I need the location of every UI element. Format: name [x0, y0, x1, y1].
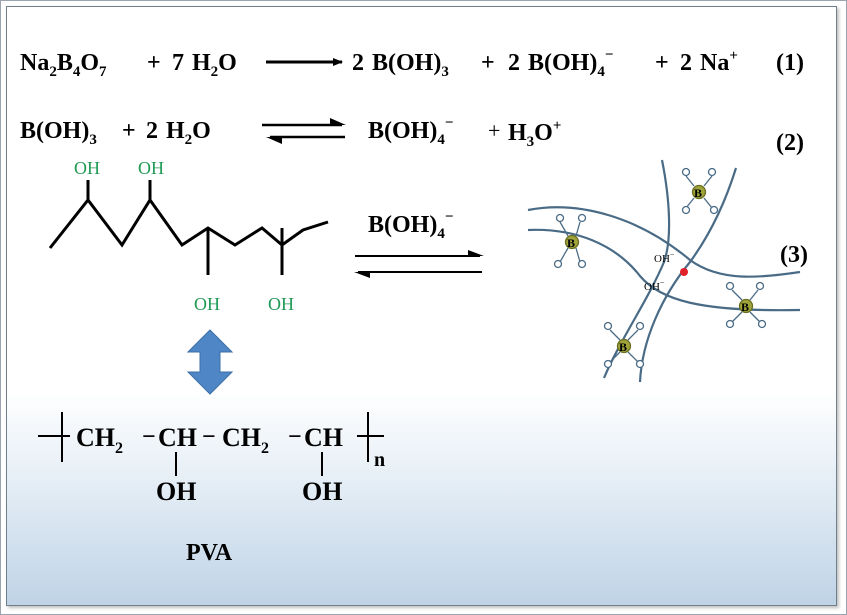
eq2-plus-2: +	[488, 118, 500, 143]
borate-crosslink-4	[603, 321, 645, 369]
pva-dash-2: −	[202, 424, 216, 450]
chain-oh-top-2: OH	[138, 158, 164, 178]
pva-unit-ch2-2: CH2	[222, 423, 269, 457]
eq3-reagent: B(OH)4−	[368, 209, 453, 242]
pva-dash-1: −	[142, 424, 156, 450]
eq1-plus-1: +	[147, 50, 161, 76]
equation-3: OH OH OH OH B(OH)4− B	[48, 158, 808, 383]
boron-label-1: B	[567, 236, 575, 250]
eq1-plus-3: +	[655, 50, 669, 76]
eq1-reactant: Na2B4O7	[20, 50, 107, 80]
chain-oh-bottom-2: OH	[268, 294, 294, 314]
pva-oh-2: OH	[302, 477, 342, 506]
network-strand-3	[602, 159, 671, 379]
eq2-reactant: B(OH)3	[20, 118, 97, 148]
network-center-dot	[680, 268, 688, 276]
eq2-product-1: B(OH)4−	[368, 115, 453, 148]
borate-crosslink-3	[725, 281, 767, 329]
pva-repeat-n: n	[374, 449, 385, 471]
network-strand-2	[527, 228, 801, 312]
eq2-equilibrium-arrows	[262, 118, 346, 144]
boron-label-4: B	[619, 340, 627, 354]
eq2-number: (2)	[776, 130, 804, 156]
chain-oh-bottom-1: OH	[194, 294, 220, 314]
eq1-plus-2: +	[481, 50, 495, 76]
pva-name-label: PVA	[186, 540, 233, 566]
pva-unit-ch-2: CH	[304, 423, 343, 452]
pva-oh-1: OH	[156, 477, 196, 506]
eq3-number: (3)	[780, 242, 808, 268]
eq2-product-2: H3O+	[508, 118, 561, 150]
double-arrow-icon	[186, 329, 234, 395]
eq2-plus-1: +	[122, 118, 136, 144]
pva-structure: CH2 − CH − CH2 − CH n OH OH PVA	[38, 412, 385, 566]
pva-dash-3: −	[288, 424, 302, 450]
chain-oh-top-1: OH	[74, 158, 100, 178]
pva-unit-ch2-1: CH2	[76, 423, 123, 457]
borate-crosslink-2	[681, 167, 719, 215]
boron-label-2: B	[694, 186, 702, 200]
borate-crosslink-1	[553, 213, 587, 269]
boron-label-3: B	[741, 300, 749, 314]
pva-chain-zigzag	[48, 197, 329, 249]
network-strand-1	[527, 206, 801, 278]
eq1-number: (1)	[776, 50, 804, 76]
figure-panel	[6, 6, 837, 606]
network-oh-label-2: OH−	[644, 278, 665, 293]
pva-unit-ch-1: CH	[158, 423, 197, 452]
network-strand-4	[638, 167, 738, 383]
network-oh-label-1: OH−	[654, 250, 675, 265]
crosslinked-network	[527, 159, 801, 383]
